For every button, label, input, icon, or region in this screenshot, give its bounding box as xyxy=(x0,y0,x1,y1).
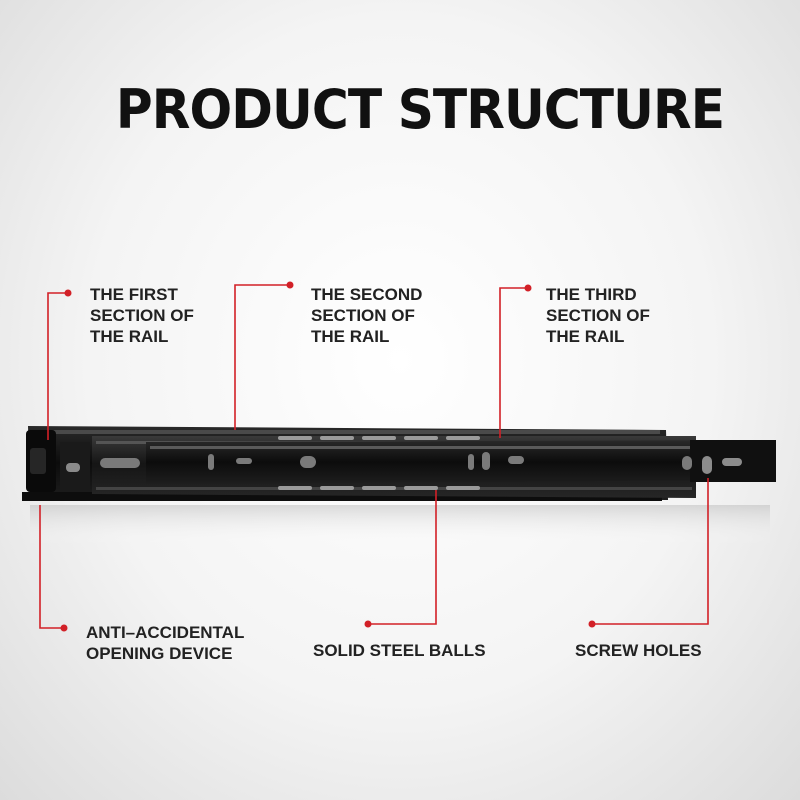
callout-dot-balls xyxy=(364,620,372,628)
label-screw-holes: SCREW HOLES xyxy=(575,641,702,660)
rail-holes xyxy=(100,452,692,470)
rail-third-section xyxy=(146,440,776,484)
screw-holes xyxy=(702,456,742,474)
drawer-slide-rail xyxy=(22,426,776,501)
steel-balls-bottom xyxy=(278,486,480,490)
label-third-section: THE THIRD SECTION OF THE RAIL xyxy=(546,285,650,346)
label-first-section: THE FIRST SECTION OF THE RAIL xyxy=(90,285,194,346)
callout-line-anti xyxy=(39,505,64,629)
label-second-section: THE SECOND SECTION OF THE RAIL xyxy=(311,285,423,346)
callout-dots xyxy=(60,281,596,632)
steel-balls-top xyxy=(278,436,480,440)
callout-line-third xyxy=(499,287,528,438)
callout-dot-anti xyxy=(60,624,68,632)
page-title: PRODUCT STRUCTURE xyxy=(115,78,725,141)
callout-dot-screw xyxy=(588,620,596,628)
callout-line-balls xyxy=(368,490,437,625)
callout-dot-third xyxy=(524,284,532,292)
callout-line-screw xyxy=(592,478,709,625)
callout-dot-second xyxy=(286,281,294,289)
rail-reflection xyxy=(30,505,770,545)
callout-line-second xyxy=(234,284,290,430)
callout-lines xyxy=(39,284,709,629)
label-anti-accidental: ANTI–ACCIDENTAL OPENING DEVICE xyxy=(86,623,245,663)
label-steel-balls: SOLID STEEL BALLS xyxy=(313,641,486,660)
callout-line-first xyxy=(47,292,68,440)
callout-dot-first xyxy=(64,289,72,297)
